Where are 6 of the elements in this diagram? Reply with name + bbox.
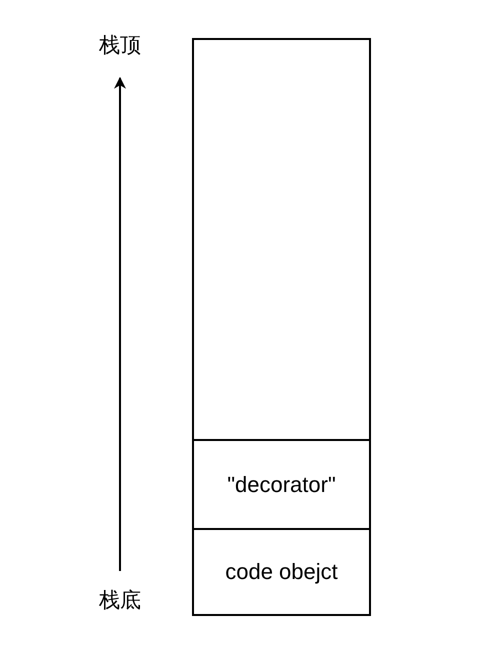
axis-label: 栈底 xyxy=(99,588,141,614)
frame-label: "decorator" xyxy=(227,472,336,498)
arrow xyxy=(114,76,126,571)
stack-box xyxy=(192,38,371,616)
axis-label: 栈顶 xyxy=(99,33,141,59)
frame-label: code obejct xyxy=(225,559,338,585)
